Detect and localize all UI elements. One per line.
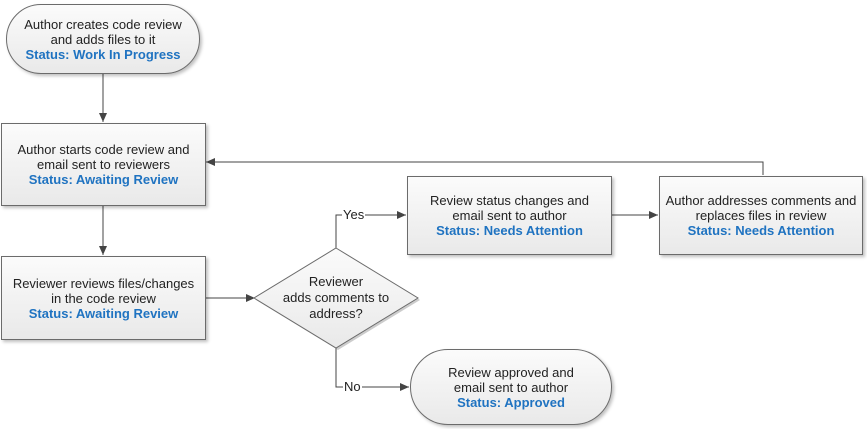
node-reviewer-reviews: Reviewer reviews files/changes in the co…: [1, 256, 206, 340]
connector-decision-no: [335, 348, 409, 391]
node-approved-status: Status: Approved: [457, 394, 565, 410]
node-start-review-line2: email sent to reviewers: [37, 157, 170, 172]
node-approved-line1: Review approved and: [448, 364, 574, 380]
edge-label-yes: Yes: [342, 207, 366, 222]
node-author-addresses: Author addresses comments and replaces f…: [659, 176, 863, 255]
decision-label: Reviewer adds comments to address?: [276, 274, 396, 322]
decision-line3: address?: [309, 306, 363, 321]
decision-line2: adds comments to: [282, 290, 390, 305]
node-status-changes-status: Status: Needs Attention: [436, 223, 583, 238]
node-start-review-line1: Author starts code review and: [17, 142, 190, 157]
decision-diamond: [253, 247, 419, 349]
connector-decision-yes: [335, 211, 406, 248]
node-author-addresses-line2: replaces files in review: [695, 208, 827, 223]
connector-loop-back-to-start-review: [206, 158, 764, 175]
node-start-status: Status: Work In Progress: [25, 46, 181, 62]
node-approved: Review approved and email sent to author…: [410, 349, 612, 425]
node-status-changes-line1: Review status changes and: [430, 193, 589, 208]
node-reviewer-reviews-status: Status: Awaiting Review: [28, 305, 179, 321]
node-approved-line2: email sent to author: [453, 379, 569, 395]
node-author-addresses-status: Status: Needs Attention: [687, 223, 835, 238]
node-status-changes-line2: email sent to author: [452, 208, 567, 223]
node-start-review: Author starts code review and email sent…: [1, 123, 206, 206]
edge-label-no: No: [343, 379, 362, 394]
decision-line1: Reviewer: [308, 274, 364, 289]
node-start-review-status: Status: Awaiting Review: [28, 172, 179, 187]
node-start: Author creates code review and adds file…: [6, 4, 200, 74]
node-reviewer-reviews-line2: in the code review: [51, 290, 156, 306]
node-status-changes: Review status changes and email sent to …: [407, 176, 612, 255]
node-author-addresses-line1: Author addresses comments and: [665, 193, 857, 208]
node-start-line2: and adds files to it: [50, 31, 156, 47]
node-reviewer-reviews-line1: Reviewer reviews files/changes: [12, 275, 195, 291]
node-start-line1: Author creates code review: [24, 16, 182, 32]
